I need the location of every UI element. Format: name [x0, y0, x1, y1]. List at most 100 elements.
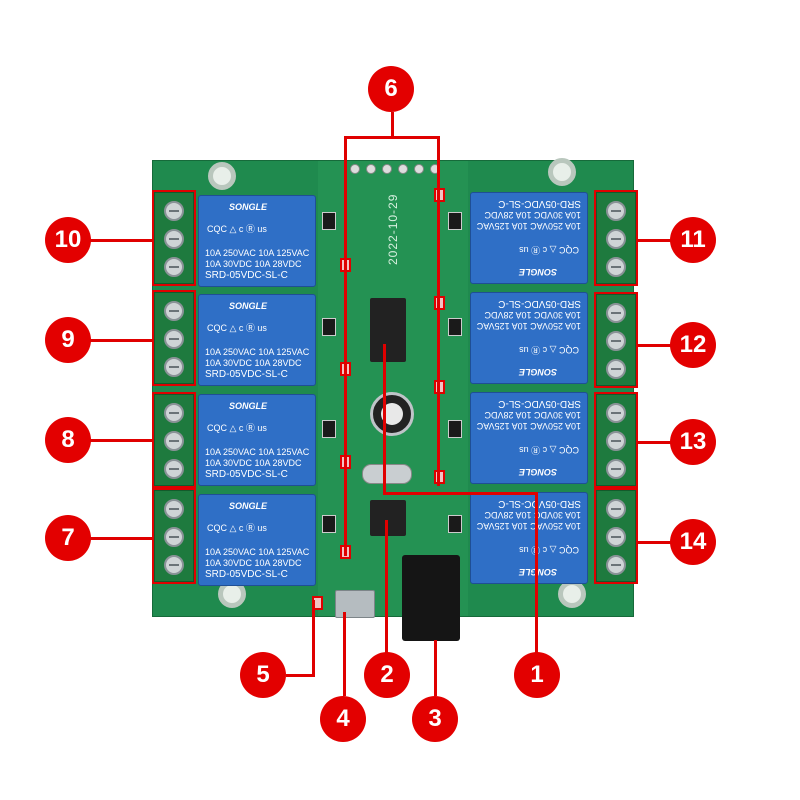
screw-icon	[606, 403, 626, 423]
callout-7: 7	[45, 515, 91, 561]
screw-icon	[606, 303, 626, 323]
screw-icon	[164, 431, 184, 451]
relay-model: SRD-05VDC-SL-C	[205, 369, 288, 380]
screw-icon	[606, 527, 626, 547]
screw-icon	[164, 229, 184, 249]
ic-chip-upper	[370, 298, 406, 362]
screw-icon	[164, 555, 184, 575]
relay-brand: SONGLE	[229, 301, 268, 311]
screw-icon	[606, 431, 626, 451]
callout-9: 9	[45, 317, 91, 363]
highlight-box-12	[594, 292, 638, 388]
relay-right-2: SONGLE CQC △ c Ⓡ us 10A 250VAC 10A 125VA…	[470, 292, 588, 384]
electrolytic-capacitor	[370, 392, 414, 436]
relay-rating-line1: 10A 250VAC 10A 125VAC	[205, 347, 310, 357]
smd-transistor	[322, 420, 336, 438]
screw-icon	[164, 499, 184, 519]
leader-line-6	[344, 136, 347, 556]
leader-line-4	[343, 612, 346, 696]
leader-line-10	[88, 239, 154, 242]
leader-line-7	[88, 537, 154, 540]
terminal-block-right-4	[596, 490, 636, 582]
leader-line-1	[383, 492, 538, 495]
leader-line-2	[385, 520, 388, 654]
smd-transistor	[448, 318, 462, 336]
micro-usb-port	[335, 590, 375, 618]
screw-icon	[606, 201, 626, 221]
header-pin	[414, 164, 424, 174]
relay-certification-marks: CQC △ c Ⓡ us	[519, 445, 579, 455]
relay-certification-marks: CQC △ c Ⓡ us	[207, 523, 267, 533]
leader-line-3	[434, 640, 437, 696]
relay-certification-marks: CQC △ c Ⓡ us	[207, 323, 267, 333]
dc-power-jack	[402, 555, 460, 641]
relay-brand: SONGLE	[229, 401, 268, 411]
terminal-block-left-4	[154, 490, 194, 582]
leader-line-13	[638, 441, 672, 444]
relay-rating-line2: 10A 30VDC 10A 28VDC	[484, 510, 581, 520]
mount-hole-bottom-right	[558, 580, 586, 608]
callout-14: 14	[670, 519, 716, 565]
relay-rating-line1: 10A 250VAC 10A 125VAC	[205, 248, 310, 258]
relay-rating-line2: 10A 30VDC 10A 28VDC	[205, 358, 302, 368]
callout-6: 6	[368, 66, 414, 112]
leader-line-5	[312, 600, 315, 676]
relay-model: SRD-05VDC-SL-C	[205, 469, 288, 480]
highlight-box-14	[594, 488, 638, 584]
highlight-box-13	[594, 392, 638, 488]
smd-transistor	[448, 212, 462, 230]
header-pin	[350, 164, 360, 174]
leader-line-5	[286, 674, 315, 677]
relay-certification-marks: CQC △ c Ⓡ us	[519, 245, 579, 255]
relay-rating-line2: 10A 30VDC 10A 28VDC	[484, 310, 581, 320]
screw-icon	[164, 301, 184, 321]
relay-rating-line2: 10A 30VDC 10A 28VDC	[484, 210, 581, 220]
relay-rating-line2: 10A 30VDC 10A 28VDC	[205, 259, 302, 269]
relay-rating-line1: 10A 250VAC 10A 125VAC	[476, 521, 581, 531]
relay-brand: SONGLE	[518, 367, 557, 377]
smd-transistor	[448, 515, 462, 533]
terminal-block-right-2	[596, 294, 636, 386]
callout-5: 5	[240, 652, 286, 698]
header-pin	[398, 164, 408, 174]
relay-rating-line1: 10A 250VAC 10A 125VAC	[205, 547, 310, 557]
highlight-box-8	[152, 392, 196, 488]
callout-3: 3	[412, 696, 458, 742]
terminal-block-left-1	[154, 192, 194, 284]
relay-left-2: SONGLE CQC △ c Ⓡ us 10A 250VAC 10A 125VA…	[198, 294, 316, 386]
leader-line-6	[437, 136, 440, 486]
leader-line-14	[638, 541, 672, 544]
smd-transistor	[448, 420, 462, 438]
screw-icon	[164, 403, 184, 423]
callout-2: 2	[364, 652, 410, 698]
terminal-block-left-2	[154, 292, 194, 384]
relay-right-1: SONGLE CQC △ c Ⓡ us 10A 250VAC 10A 125VA…	[470, 192, 588, 284]
relay-model: SRD-05VDC-SL-C	[498, 398, 581, 409]
leader-line-11	[638, 239, 672, 242]
callout-1: 1	[514, 652, 560, 698]
relay-certification-marks: CQC △ c Ⓡ us	[207, 423, 267, 433]
screw-icon	[606, 459, 626, 479]
ic-chip-lower	[370, 500, 406, 536]
highlight-box-11	[594, 190, 638, 286]
mount-hole-top-right	[548, 158, 576, 186]
relay-model: SRD-05VDC-SL-C	[498, 498, 581, 509]
relay-rating-line1: 10A 250VAC 10A 125VAC	[476, 221, 581, 231]
screw-icon	[164, 459, 184, 479]
screw-icon	[606, 555, 626, 575]
relay-rating-line2: 10A 30VDC 10A 28VDC	[205, 458, 302, 468]
highlight-box-7	[152, 488, 196, 584]
relay-rating-line2: 10A 30VDC 10A 28VDC	[484, 410, 581, 420]
callout-13: 13	[670, 419, 716, 465]
screw-icon	[606, 499, 626, 519]
leader-line-9	[88, 339, 154, 342]
screw-icon	[606, 229, 626, 249]
leader-line-6	[344, 136, 440, 139]
relay-rating-line2: 10A 30VDC 10A 28VDC	[205, 558, 302, 568]
relay-brand: SONGLE	[229, 202, 268, 212]
smd-transistor	[322, 212, 336, 230]
screw-icon	[606, 257, 626, 277]
relay-left-3: SONGLE CQC △ c Ⓡ us 10A 250VAC 10A 125VA…	[198, 394, 316, 486]
callout-8: 8	[45, 417, 91, 463]
date-silkscreen: 2022-10-29	[386, 193, 400, 265]
